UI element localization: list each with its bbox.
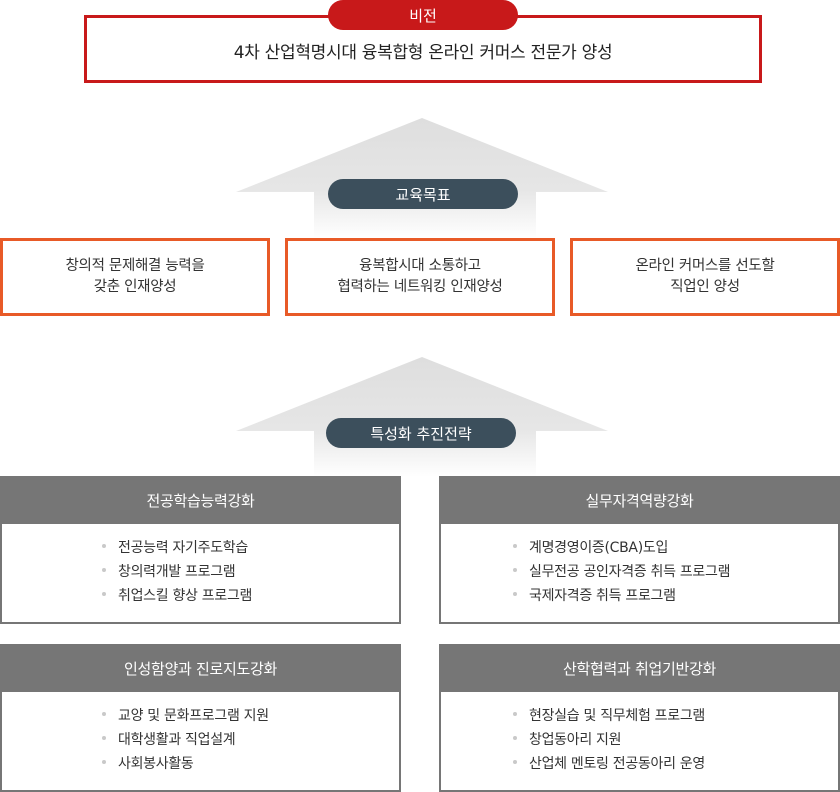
card-list: 교양 및 문화프로그램 지원 대학생활과 직업설계 사회봉사활동: [2, 692, 399, 788]
card-title: 전공학습능력강화: [2, 476, 399, 524]
bullet-icon: [513, 544, 517, 548]
list-item: 대학생활과 직업설계: [102, 728, 399, 752]
list-item: 창의력개발 프로그램: [102, 560, 399, 584]
bullet-icon: [513, 568, 517, 572]
strategy-card: 인성함양과 진로지도강화 교양 및 문화프로그램 지원 대학생활과 직업설계 사…: [0, 644, 401, 792]
card-list: 현장실습 및 직무체험 프로그램 창업동아리 지원 산업체 멘토링 전공동아리 …: [441, 692, 838, 788]
strategy-card: 실무자격역량강화 계명경영이증(CBA)도입 실무전공 공인자격증 취득 프로그…: [439, 476, 840, 624]
bullet-icon: [102, 568, 106, 572]
list-item: 국제자격증 취득 프로그램: [513, 584, 838, 608]
list-item: 산업체 멘토링 전공동아리 운영: [513, 752, 838, 776]
bullet-icon: [102, 712, 106, 716]
goal-card: 온라인 커머스를 선도할 직업인 양성: [570, 238, 840, 316]
vision-text: 4차 산업혁명시대 융복합형 온라인 커머스 전문가 양성: [233, 43, 613, 63]
list-item: 현장실습 및 직무체험 프로그램: [513, 704, 838, 728]
goal-text: 융복합시대 소통하고 협력하는 네트워킹 인재양성: [337, 258, 503, 295]
bullet-icon: [513, 712, 517, 716]
list-item: 실무전공 공인자격증 취득 프로그램: [513, 560, 838, 584]
list-item: 창업동아리 지원: [513, 728, 838, 752]
goal-card: 창의적 문제해결 능력을 갖춘 인재양성: [0, 238, 270, 316]
bullet-icon: [513, 736, 517, 740]
vision-badge: 비전: [328, 0, 518, 30]
bullet-icon: [102, 760, 106, 764]
goal-card: 융복합시대 소통하고 협력하는 네트워킹 인재양성: [285, 238, 555, 316]
list-item: 취업스킬 향상 프로그램: [102, 584, 399, 608]
bullet-icon: [102, 592, 106, 596]
goals-badge: 교육목표: [328, 179, 518, 209]
card-title: 인성함양과 진로지도강화: [2, 644, 399, 692]
up-arrow-icon: [236, 357, 608, 477]
list-item: 사회봉사활동: [102, 752, 399, 776]
bullet-icon: [102, 736, 106, 740]
card-list: 계명경영이증(CBA)도입 실무전공 공인자격증 취득 프로그램 국제자격증 취…: [441, 524, 838, 620]
strategy-badge: 특성화 추진전략: [326, 418, 516, 448]
bullet-icon: [102, 544, 106, 548]
card-title: 실무자격역량강화: [441, 476, 838, 524]
goal-text: 온라인 커머스를 선도할 직업인 양성: [635, 258, 775, 295]
up-arrow-icon: [236, 118, 608, 238]
list-item: 계명경영이증(CBA)도입: [513, 536, 838, 560]
goal-text: 창의적 문제해결 능력을 갖춘 인재양성: [65, 258, 205, 295]
list-item: 교양 및 문화프로그램 지원: [102, 704, 399, 728]
list-item: 전공능력 자기주도학습: [102, 536, 399, 560]
bullet-icon: [513, 760, 517, 764]
card-list: 전공능력 자기주도학습 창의력개발 프로그램 취업스킬 향상 프로그램: [2, 524, 399, 620]
bullet-icon: [513, 592, 517, 596]
strategy-card: 산학협력과 취업기반강화 현장실습 및 직무체험 프로그램 창업동아리 지원 산…: [439, 644, 840, 792]
card-title: 산학협력과 취업기반강화: [441, 644, 838, 692]
strategy-card: 전공학습능력강화 전공능력 자기주도학습 창의력개발 프로그램 취업스킬 향상 …: [0, 476, 401, 624]
